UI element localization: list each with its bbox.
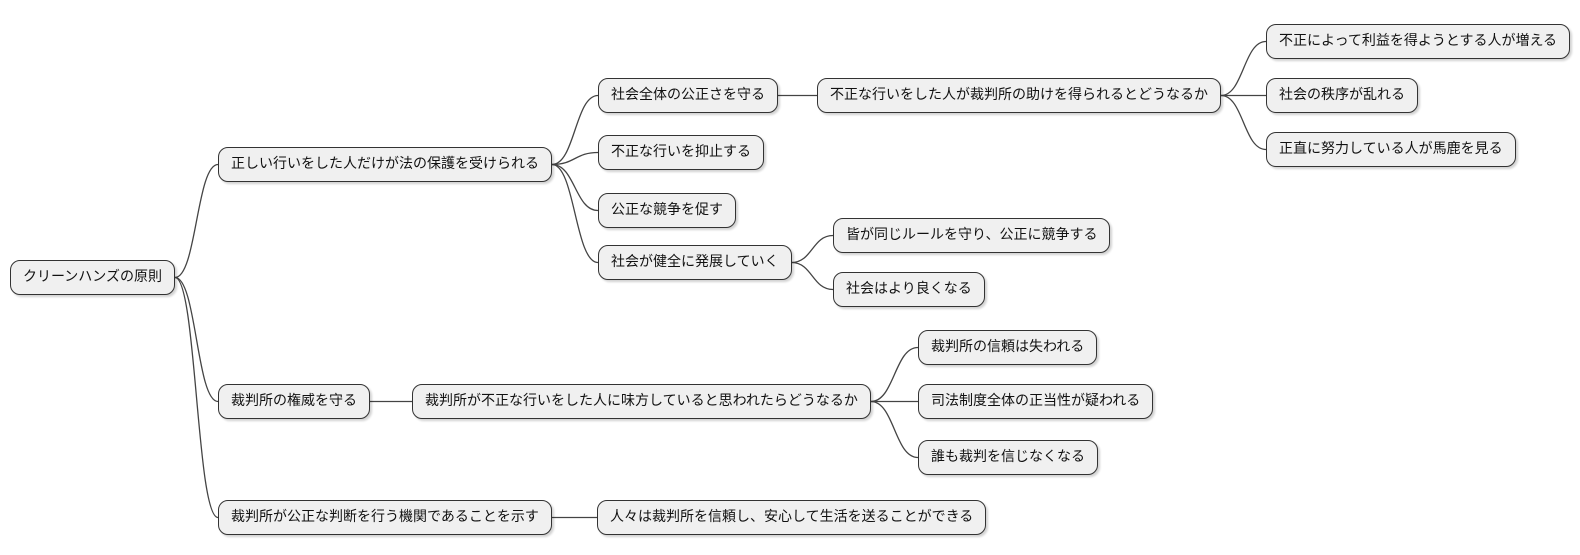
node-healthy-development: 社会が健全に発展していく [598, 245, 792, 280]
node-leaf-trust-lost: 裁判所の信頼は失われる [918, 330, 1098, 365]
node-leaf-social-disorder: 社会の秩序が乱れる [1266, 78, 1418, 113]
edge-law_protection-to-fairness [551, 94, 599, 166]
edge-root-to-fair_institution [174, 276, 219, 519]
edge-law_protection-to-deterrence [551, 151, 599, 166]
node-court-authority: 裁判所の権威を守る [218, 384, 370, 419]
edge-development-to-leaf_better [791, 261, 834, 291]
node-leaf-legitimacy-doubt: 司法制度全体の正当性が疑われる [918, 384, 1154, 419]
edge-root-to-law_protection [174, 163, 219, 279]
edge-root-to-authority [174, 276, 219, 403]
node-root: クリーンハンズの原則 [10, 260, 176, 295]
node-law-protection: 正しい行いをした人だけが法の保護を受けられる [218, 147, 552, 182]
node-leaf-honest-losers: 正直に努力している人が馬鹿を見る [1266, 132, 1516, 167]
edge-q_court_side-to-leaf_trust_lost [870, 346, 919, 403]
node-question-court-siding: 裁判所が不正な行いをした人に味方していると思われたらどうなるか [412, 384, 871, 419]
node-leaf-better-society: 社会はより良くなる [833, 272, 985, 307]
node-leaf-secure-life: 人々は裁判所を信頼し、安心して生活を送ることができる [597, 500, 987, 535]
node-leaf-same-rules: 皆が同じルールを守り、公正に競争する [833, 218, 1111, 253]
node-fair-institution: 裁判所が公正な判断を行う機関であることを示す [218, 500, 552, 535]
node-deterrence: 不正な行いを抑止する [598, 135, 764, 170]
node-leaf-unjust-profit: 不正によって利益を得ようとする人が増える [1266, 24, 1571, 59]
edge-development-to-leaf_rules [791, 234, 834, 264]
node-social-fairness: 社会全体の公正さを守る [598, 78, 778, 113]
edge-q_court_help-to-leaf_honest [1220, 94, 1267, 151]
edge-law_protection-to-development [551, 163, 599, 264]
edge-q_court_side-to-leaf_no_belief [870, 400, 919, 459]
node-leaf-no-trust-trials: 誰も裁判を信じなくなる [918, 440, 1098, 475]
edge-q_court_help-to-leaf_profit [1220, 40, 1267, 97]
node-fair-competition: 公正な競争を促す [598, 193, 736, 228]
node-question-court-help: 不正な行いをした人が裁判所の助けを得られるとどうなるか [817, 78, 1221, 113]
edge-law_protection-to-competition [551, 163, 599, 212]
